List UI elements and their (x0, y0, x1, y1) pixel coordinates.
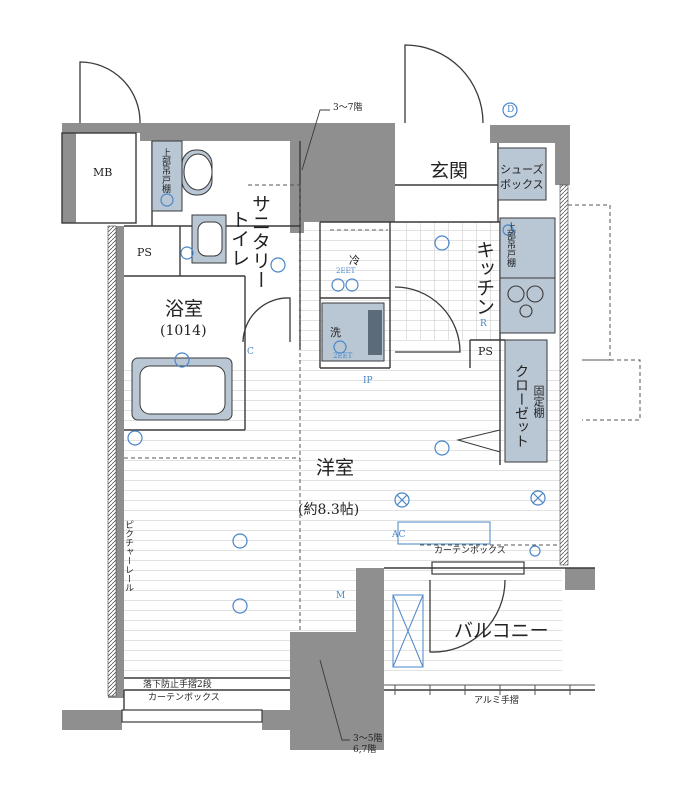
washer-label: 洗 (330, 326, 341, 339)
m-outlet-symbol: M (336, 591, 346, 601)
bath-size-label: (1014) (160, 323, 207, 339)
picture-rail-note: ピクチャーレール (123, 520, 133, 592)
ip-outlet-symbol: IP (363, 376, 373, 386)
sash-window (121, 709, 263, 723)
r-outlet-symbol: R (480, 319, 487, 329)
doors (79, 44, 506, 653)
right-wall-hatch (559, 184, 569, 566)
upper-shelf-left-label: 上部吊戸棚 (160, 148, 170, 193)
walls (62, 123, 595, 750)
left-wall-hatch (107, 225, 117, 697)
floors-bottom-note-2: 6,7階 (353, 745, 377, 755)
bathtub-icon (139, 365, 226, 415)
fridge-outlet-symbol: 2EET (336, 267, 356, 275)
sanitary-label: サニタリー (249, 194, 271, 289)
fall-rail-note: 落下防止手摺2段 (143, 680, 212, 690)
upper-shelf-kitchen-label: 上部吊戸棚 (505, 222, 515, 267)
electrical-symbols (127, 102, 546, 614)
entrance-label: 玄関 (430, 160, 469, 182)
floors-bottom-note-1: 3～5階 (353, 734, 383, 744)
floors-top-note: 3～7階 (333, 103, 363, 113)
western-room-label: 洋室 (316, 457, 355, 479)
mb-label: MB (93, 166, 113, 179)
railing (384, 684, 595, 695)
kitchen-label: キッチン (473, 240, 495, 316)
shoe-box-label-1: シューズ (500, 163, 544, 176)
ps-left-label: PS (137, 246, 152, 259)
fixed-shelf-label: 固定棚 (532, 385, 545, 418)
balcony-label: バルコニー (454, 620, 549, 642)
western-room-size-label: (約8.3帖) (298, 502, 360, 518)
shoe-box-label-2: ボックス (500, 178, 544, 191)
curtain-box-right-note: カーテンボックス (434, 546, 506, 556)
closet-label: クローゼット (513, 364, 529, 448)
tv-outlet-symbol: D (507, 105, 515, 115)
ps-right-label: PS (478, 345, 493, 358)
leader-lines (301, 109, 350, 741)
aluminum-rail-note: アルミ手摺 (474, 696, 519, 706)
c-outlet-symbol: C (247, 347, 254, 357)
toilet-icon (183, 153, 213, 191)
toilet-label: トイレ (228, 210, 250, 267)
ac-outlet-symbol: AC (392, 530, 406, 540)
washer-icon (368, 310, 382, 355)
balcony-fixture (392, 594, 424, 668)
bath-label: 浴室 (165, 298, 204, 320)
curtain-box-bottom-note: カーテンボックス (148, 693, 220, 703)
balcony-door-sash (431, 561, 525, 575)
stove-icon (507, 285, 544, 318)
dashed-lines (124, 184, 641, 630)
kitchen-floor (395, 222, 500, 340)
ac-unit (397, 521, 491, 545)
washbasin-icon (197, 221, 223, 257)
washer-outlet-symbol: 2EET (333, 352, 353, 360)
refrigerator-label: 冷 (349, 254, 360, 267)
closet-triangle (456, 429, 501, 453)
